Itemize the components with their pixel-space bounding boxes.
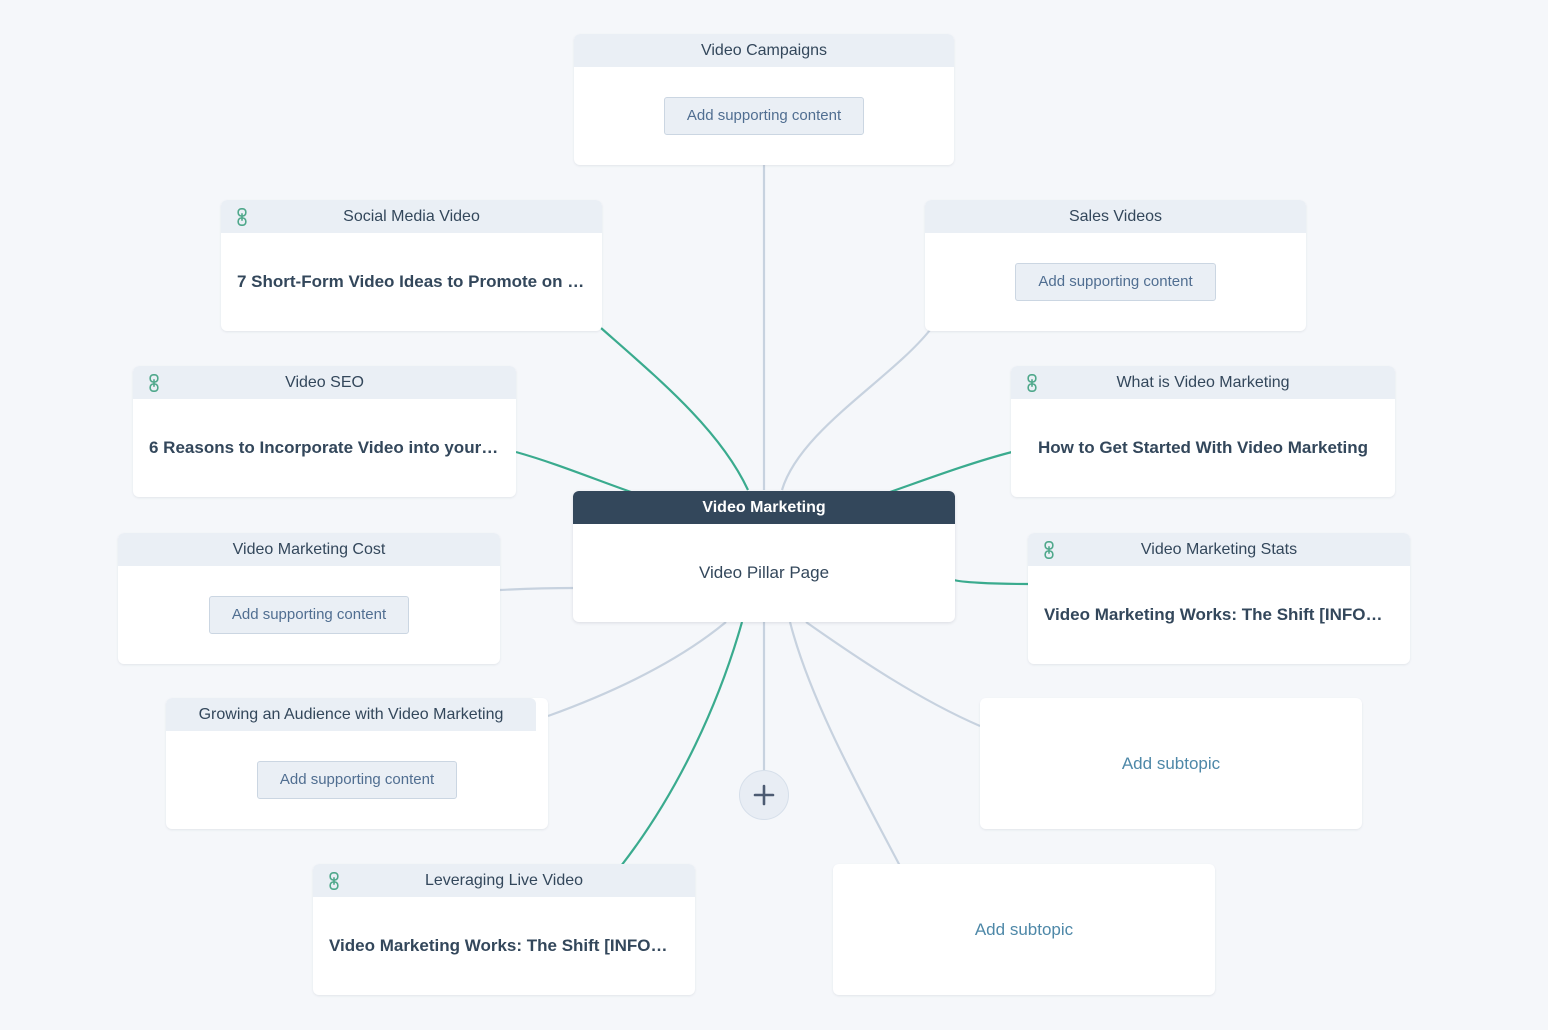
add-subtopic-card-bottom[interactable]: Add subtopic — [833, 864, 1215, 995]
add-subtopic-card-right[interactable]: Add subtopic — [980, 698, 1362, 829]
node-header-label: Video Marketing Stats — [1140, 541, 1298, 558]
add-supporting-content-button[interactable]: Add supporting content — [256, 760, 458, 800]
node-header-video-marketing-cost: Video Marketing Cost — [118, 533, 500, 566]
node-header-growing-an-audience: Growing an Audience with Video Marketing — [166, 698, 536, 731]
node-header-sales-videos: Sales Videos — [925, 200, 1306, 233]
add-subtopic-label[interactable]: Add subtopic — [974, 919, 1074, 939]
link-icon — [1027, 373, 1037, 392]
pillar-title[interactable]: Video Pillar Page — [698, 563, 830, 582]
edge-add-subtopic-bottom — [788, 621, 901, 867]
node-header-video-campaigns: Video Campaigns — [574, 34, 954, 67]
node-growing-an-audience[interactable]: Growing an Audience with Video Marketing… — [166, 698, 548, 829]
plus-icon — [753, 784, 775, 806]
add-supporting-content-button[interactable]: Add supporting content — [208, 595, 410, 635]
link-icon — [329, 871, 339, 890]
link-icon — [1044, 540, 1054, 559]
node-video-marketing-stats[interactable]: Video Marketing Stats Video Marketing Wo… — [1028, 533, 1410, 664]
pillar-header-label: Video Marketing — [702, 499, 826, 516]
node-video-seo[interactable]: Video SEO 6 Reasons to Incorporate Video… — [133, 366, 516, 497]
pillar-page-node[interactable]: Video Marketing Video Pillar Page — [573, 491, 955, 622]
node-content-title[interactable]: 6 Reasons to Incorporate Video into your… — [149, 438, 500, 457]
edge-video-marketing-stats — [953, 578, 1029, 586]
edge-growing-an-audience — [547, 621, 727, 718]
add-supporting-content-button[interactable]: Add supporting content — [663, 96, 865, 136]
node-content-title[interactable]: How to Get Started With Video Marketing — [1037, 438, 1369, 457]
node-video-campaigns[interactable]: Video Campaigns Add supporting content — [574, 34, 954, 165]
node-body-sales-videos: Add supporting content — [925, 233, 1306, 331]
node-body-video-marketing-cost: Add supporting content — [118, 566, 500, 664]
node-header-label: Video SEO — [285, 374, 364, 391]
node-body-video-marketing-stats: Video Marketing Works: The Shift [INFOG… — [1028, 566, 1410, 664]
node-header-label: Sales Videos — [1068, 208, 1163, 225]
node-what-is-video-marketing[interactable]: What is Video Marketing How to Get Start… — [1011, 366, 1395, 497]
pillar-body: Video Pillar Page — [573, 524, 955, 622]
node-body-growing-an-audience: Add supporting content — [166, 731, 548, 829]
node-header-leveraging-live-video: Leveraging Live Video — [313, 864, 695, 897]
node-content-title[interactable]: Video Marketing Works: The Shift [INFOG… — [1044, 605, 1394, 624]
edge-leveraging-live-video — [620, 621, 744, 867]
node-header-label: Leveraging Live Video — [424, 872, 584, 889]
node-header-social-media-video: Social Media Video — [221, 200, 602, 233]
edge-sales-videos — [780, 329, 931, 491]
node-video-marketing-cost[interactable]: Video Marketing Cost Add supporting cont… — [118, 533, 500, 664]
node-content-title[interactable]: 7 Short-Form Video Ideas to Promote on S… — [237, 272, 586, 291]
edge-add-subtopic-right — [805, 621, 981, 728]
node-header-label: Growing an Audience with Video Marketing — [198, 706, 504, 723]
node-header-video-marketing-stats: Video Marketing Stats — [1028, 533, 1410, 566]
add-subtopic-label[interactable]: Add subtopic — [1121, 753, 1221, 773]
node-body-social-media-video: 7 Short-Form Video Ideas to Promote on S… — [221, 233, 602, 331]
node-leveraging-live-video[interactable]: Leveraging Live Video Video Marketing Wo… — [313, 864, 695, 995]
node-body-what-is-video-marketing: How to Get Started With Video Marketing — [1011, 399, 1395, 497]
add-supporting-content-button[interactable]: Add supporting content — [1015, 262, 1216, 302]
node-body-video-campaigns: Add supporting content — [574, 67, 954, 165]
node-body-video-seo: 6 Reasons to Incorporate Video into your… — [133, 399, 516, 497]
add-subtopic-plus-button[interactable] — [739, 770, 789, 820]
node-header-video-seo: Video SEO — [133, 366, 516, 399]
node-social-media-video[interactable]: Social Media Video 7 Short-Form Video Id… — [221, 200, 602, 331]
node-header-label: Video Marketing Cost — [232, 541, 386, 558]
node-body-leveraging-live-video: Video Marketing Works: The Shift [INFOG… — [313, 897, 695, 995]
link-icon — [149, 373, 159, 392]
node-header-label: Social Media Video — [343, 208, 480, 225]
node-header-label: Video Campaigns — [700, 42, 827, 59]
node-header-label: What is Video Marketing — [1116, 374, 1290, 391]
pillar-header: Video Marketing — [573, 491, 955, 524]
node-sales-videos[interactable]: Sales Videos Add supporting content — [925, 200, 1306, 331]
edge-video-marketing-cost — [499, 586, 575, 592]
node-content-title[interactable]: Video Marketing Works: The Shift [INFOG… — [329, 936, 679, 955]
node-header-what-is-video-marketing: What is Video Marketing — [1011, 366, 1395, 399]
edge-social-media-video — [600, 327, 749, 491]
link-icon — [237, 207, 247, 226]
